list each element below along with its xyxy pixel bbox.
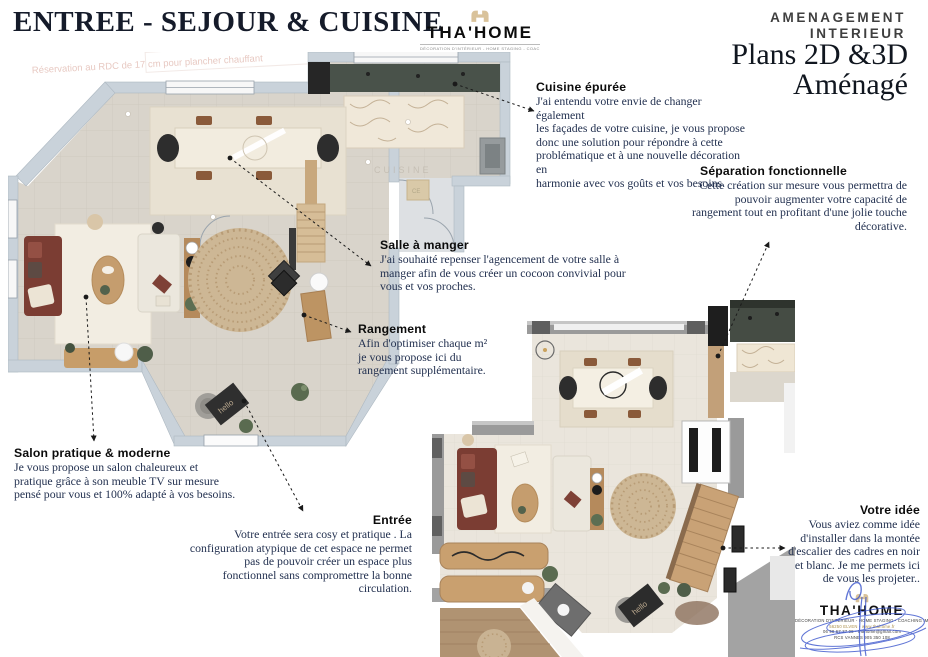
plant — [291, 383, 309, 401]
house-icon — [471, 10, 489, 22]
annotation-separation-body: Cette création sur mesure vous permettra… — [691, 178, 907, 233]
brand-logo-footer: THA'HOME DÉCORATION D'INTÉRIEUR - HOME S… — [795, 592, 928, 640]
coffee-table — [91, 255, 125, 305]
annotation-rangement: Rangement Afin d'optimiser chaque m² je … — [358, 322, 528, 378]
annotation-cuisine-body: J'ai entendu votre envie de changer égal… — [536, 94, 745, 190]
living-room-3d — [457, 434, 676, 539]
dining-area-3d — [535, 340, 674, 428]
annotation-salon-body: Je vous propose un salon chaleureux et p… — [14, 460, 236, 502]
stair-frame — [731, 525, 745, 553]
annotation-salle-title: Salle à manger — [380, 238, 469, 252]
plan2d-watermark: Réservation au RDC de 17 cm pour planche… — [32, 52, 333, 76]
house-icon — [855, 593, 869, 603]
sofa-white — [137, 233, 181, 313]
decor-diamonds — [267, 259, 301, 297]
kitchen-tall-unit — [308, 62, 330, 94]
plant — [677, 583, 691, 597]
annotation-salon-title: Salon pratique & moderne — [14, 446, 171, 460]
annotation-rangement-body: Afin d'optimiser chaque m² je vous propo… — [358, 336, 488, 378]
bottom-room-3d — [439, 542, 592, 657]
annotation-salle-a-manger: Salle à manger J'ai souhaité repenser l'… — [380, 238, 660, 294]
kitchen-counter — [326, 64, 500, 92]
stairs-3d — [665, 483, 745, 597]
side-table-black — [152, 222, 164, 234]
brand-logo-top: THA'HOME DÉCORATION D'INTÉRIEUR - HOME S… — [420, 8, 540, 51]
bench-3d — [439, 575, 545, 603]
annotation-cuisine-title: Cuisine épurée — [536, 80, 627, 94]
dining-armchair-left — [157, 134, 179, 162]
annotation-votre-idee: Votre idée Vous aviez comme idée d'insta… — [782, 503, 920, 586]
svg-text:Réservation au RDC de 17 cm po: Réservation au RDC de 17 cm pour planche… — [32, 53, 264, 76]
annotation-cuisine: Cuisine épurée J'ai entendu votre envie … — [536, 80, 751, 190]
hallway-2d: CE — [406, 179, 430, 201]
svg-text:CE: CE — [412, 189, 420, 195]
annotation-separation-title: Séparation fonctionnelle — [699, 164, 847, 178]
hello-doormat — [204, 382, 250, 426]
jute-rug-3d — [610, 473, 676, 539]
footer-line-1: DÉCORATION D'INTÉRIEUR - HOME STAGING - … — [795, 618, 928, 623]
kitchen-room-label: CUISINE — [374, 165, 432, 175]
program-title-line-2: Aménagé — [793, 68, 908, 101]
wall-niche-3d — [681, 420, 731, 484]
entry-3d: hello — [615, 582, 719, 628]
annotation-salle-body: J'ai souhaité repenser l'agencement de v… — [380, 252, 626, 294]
annotation-entree: Entrée Votre entrée sera cosy et pratiqu… — [184, 513, 412, 596]
annotation-salon: Salon pratique & moderne Je vous propose… — [14, 446, 264, 502]
separation-wood-3d — [708, 346, 724, 418]
plant — [542, 566, 558, 582]
annotation-rangement-title: Rangement — [358, 322, 427, 336]
dining-armchair-right — [317, 134, 339, 162]
tv-panel — [289, 228, 296, 270]
separation-dark-unit — [708, 306, 728, 346]
plant — [137, 346, 153, 362]
page-title: ENTREE - SEJOUR & CUISINE — [13, 6, 443, 38]
footer-line-4: RCS VANNES 905 350 108 — [834, 634, 890, 640]
pendant-lamp — [535, 340, 555, 360]
program-title-line-1: Plans 2D &3D — [731, 38, 908, 71]
program-title: Plans 2D &3D Aménagé — [731, 40, 908, 100]
kicker-line-1: AMENAGEMENT — [770, 10, 906, 25]
curtain — [687, 321, 705, 334]
plant — [239, 419, 253, 433]
program-kicker: AMENAGEMENT INTERIEUR — [770, 10, 906, 42]
pouf — [87, 214, 103, 230]
annotation-votre-idee-title: Votre idée — [859, 503, 920, 517]
floor-lamp — [462, 434, 474, 446]
annotation-entree-title: Entrée — [372, 513, 412, 527]
stair-frame — [723, 567, 737, 593]
entry-2d: hello — [195, 382, 253, 433]
annotation-votre-idee-body: Vous aviez comme idée d'installer dans l… — [788, 517, 920, 586]
round-table-white — [309, 272, 329, 292]
brand-tagline: DÉCORATION D'INTÉRIEUR - HOME STAGING - … — [420, 44, 540, 51]
kitchen-runner-rug — [343, 95, 465, 149]
annotation-entree-body: Votre entrée sera cosy et pratique . La … — [189, 527, 412, 596]
oval-rug — [675, 601, 719, 625]
footer-brand-name: THA'HOME — [819, 603, 905, 618]
annotation-separation: Séparation fonctionnelle Cette création … — [640, 164, 907, 233]
curtain — [532, 321, 550, 334]
small-jute-rug — [477, 629, 511, 657]
kicker-line-2: INTERIEUR — [809, 26, 906, 41]
plan2d-windows — [8, 52, 459, 447]
brand-name: THA'HOME — [427, 23, 533, 42]
hello-doormat-3d — [617, 583, 664, 628]
bench-3d — [439, 542, 549, 570]
plant — [658, 582, 670, 594]
